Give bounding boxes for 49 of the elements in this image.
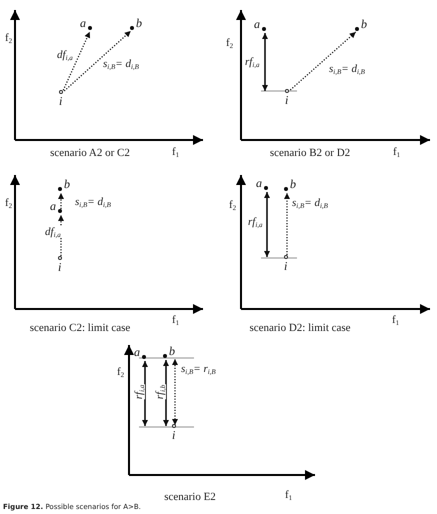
axis-label: f$_{1}$ bbox=[285, 489, 292, 501]
arrow bbox=[142, 361, 148, 426]
axis-label: f$_{1}$ bbox=[393, 146, 400, 158]
arrow bbox=[264, 192, 270, 257]
arrow bbox=[262, 33, 268, 91]
edge-label: s$_{i,B}$= d$_{i,B}$ bbox=[328, 63, 366, 75]
arrow bbox=[62, 31, 90, 91]
axis-label: f$_{2}$ bbox=[5, 197, 12, 209]
edge-label: s$_{i,B}$= d$_{i,B}$ bbox=[74, 196, 112, 208]
axis-label: f$_{1}$ bbox=[172, 146, 180, 158]
axis-label: f$_{2}$ bbox=[229, 199, 236, 211]
point: b bbox=[132, 17, 144, 31]
point: i bbox=[283, 90, 293, 105]
point: a bbox=[80, 17, 92, 31]
edge-label: df$_{i,a}$ bbox=[56, 49, 74, 61]
axis-label: f$_{1}$ bbox=[172, 314, 180, 326]
edge-label: rf$_{i,a}$ bbox=[244, 56, 261, 68]
point: a bbox=[254, 18, 266, 32]
arrow bbox=[290, 32, 356, 90]
axis-label: f$_{2}$ bbox=[117, 366, 124, 378]
arrow bbox=[58, 193, 64, 209]
chart-caption: scenario E2 bbox=[164, 491, 216, 503]
point: b bbox=[165, 345, 177, 359]
chart-caption: scenario D2: limit case bbox=[249, 322, 351, 334]
point: i bbox=[57, 91, 67, 106]
arrow bbox=[163, 360, 169, 426]
axis-label: f$_{2}$ bbox=[5, 32, 12, 44]
point: a bbox=[256, 177, 268, 191]
point: i bbox=[56, 257, 66, 272]
edge-label: rf$_{i,a}$ bbox=[247, 216, 264, 228]
edge-label: df$_{i,a}$ bbox=[44, 226, 62, 238]
edge-label: s$_{i,B}$= d$_{i,B}$ bbox=[291, 197, 329, 209]
point: b bbox=[357, 18, 369, 32]
point: i bbox=[282, 256, 292, 271]
point: b bbox=[286, 178, 298, 192]
point: a bbox=[50, 200, 62, 214]
axis-label: f$_{2}$ bbox=[226, 37, 234, 49]
arrow bbox=[284, 193, 290, 255]
point: a bbox=[134, 346, 146, 360]
arrow bbox=[64, 30, 132, 92]
edge-label: s$_{i,B}$= d$_{i,B}$ bbox=[102, 58, 140, 70]
point: i bbox=[170, 425, 180, 440]
arrow bbox=[58, 215, 64, 256]
chart-caption: scenario A2 or C2 bbox=[50, 147, 130, 159]
chart-caption: scenario B2 or D2 bbox=[270, 147, 350, 159]
axis-label: f$_{1}$ bbox=[392, 314, 400, 326]
arrow bbox=[172, 359, 178, 425]
chart-caption: scenario C2: limit case bbox=[30, 322, 130, 334]
point: b bbox=[60, 178, 72, 192]
